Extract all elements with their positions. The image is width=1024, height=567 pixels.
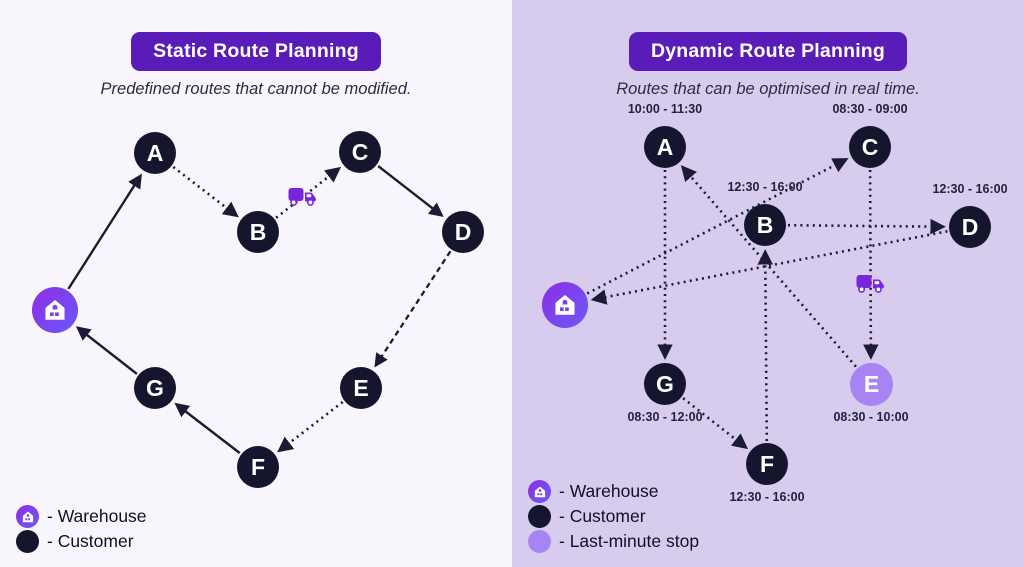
route-arrow-C-to-E <box>863 169 879 360</box>
delivery-truck-icon <box>288 188 316 206</box>
legend-label: - Last-minute stop <box>559 531 700 551</box>
stop-node-A: A <box>134 132 176 174</box>
time-window-B: 12:30 - 16:00 <box>727 180 803 194</box>
route-arrow-F-to-G <box>174 402 241 454</box>
time-window-C: 08:30 - 09:00 <box>832 102 908 116</box>
route-arrow-W-to-C <box>586 158 849 295</box>
stop-node-G: G <box>134 367 176 409</box>
stop-node-G: G <box>644 363 686 405</box>
legend-row: - Customer <box>16 530 147 553</box>
dynamic-route-panel: Dynamic Route Planning Routes that can b… <box>512 0 1024 567</box>
warehouse-house-icon <box>45 300 65 320</box>
delivery-truck-icon <box>856 275 884 293</box>
legend-row: - Warehouse <box>16 505 147 528</box>
static-route-edges <box>67 165 452 454</box>
customer-legend-icon <box>528 505 551 528</box>
static-legend: - Warehouse - Customer <box>16 503 147 553</box>
legend-row: - Last-minute stop <box>528 530 699 553</box>
warehouse-legend-icon <box>528 480 551 503</box>
stop-node-A: A <box>644 126 686 168</box>
route-arrow-C-to-D <box>377 165 444 218</box>
route-arrow-G-to-W <box>75 326 138 375</box>
warehouse-node <box>32 287 78 333</box>
stop-node-F: F <box>237 446 279 488</box>
time-window-A: 10:00 - 11:30 <box>627 102 703 116</box>
stop-node-C: C <box>849 126 891 168</box>
time-window-E: 08:30 - 10:00 <box>833 410 909 424</box>
dynamic-legend: - Warehouse - Customer - Last-minute stop <box>528 478 699 553</box>
stop-node-D: D <box>949 206 991 248</box>
route-arrow-B-to-D <box>787 218 946 235</box>
truck-marker <box>856 273 886 301</box>
stop-node-B: B <box>744 204 786 246</box>
route-arrow-F-to-B <box>757 249 774 442</box>
route-arrow-D-to-W <box>590 230 948 305</box>
time-window-F: 12:30 - 16:00 <box>729 490 805 504</box>
stop-node-C: C <box>339 131 381 173</box>
legend-row: - Warehouse <box>528 480 699 503</box>
legend-label: - Warehouse <box>47 506 147 526</box>
legend-label: - Warehouse <box>559 481 659 501</box>
customer-legend-icon <box>16 530 39 553</box>
stop-node-D: D <box>442 211 484 253</box>
route-arrow-E-to-A <box>680 165 857 368</box>
warehouse-node <box>542 282 588 328</box>
warehouse-house-icon <box>555 295 575 315</box>
route-arrow-B-to-C <box>275 166 342 219</box>
route-arrow-W-to-A <box>67 173 142 290</box>
warehouse-house-icon <box>534 486 545 497</box>
last-minute-legend-icon <box>528 530 551 553</box>
static-route-panel: Static Route Planning Predefined routes … <box>16 32 484 553</box>
legend-row: - Customer <box>528 505 699 528</box>
warehouse-legend-icon <box>16 505 39 528</box>
route-arrow-D-to-E <box>374 250 452 368</box>
truck-marker <box>288 186 318 214</box>
route-arrow-E-to-F <box>277 400 344 453</box>
time-window-G: 08:30 - 12:00 <box>627 410 703 424</box>
legend-label: - Customer <box>47 531 134 551</box>
warehouse-house-icon <box>22 511 33 522</box>
stop-node-B: B <box>237 211 279 253</box>
stop-node-E: E <box>850 363 893 406</box>
time-window-D: 12:30 - 16:00 <box>932 182 1008 196</box>
route-arrow-G-to-F <box>682 397 749 450</box>
stop-node-E: E <box>340 367 382 409</box>
route-arrow-A-to-B <box>172 165 239 218</box>
dynamic-route-edges <box>586 158 948 450</box>
legend-label: - Customer <box>559 506 646 526</box>
stop-node-F: F <box>746 443 788 485</box>
